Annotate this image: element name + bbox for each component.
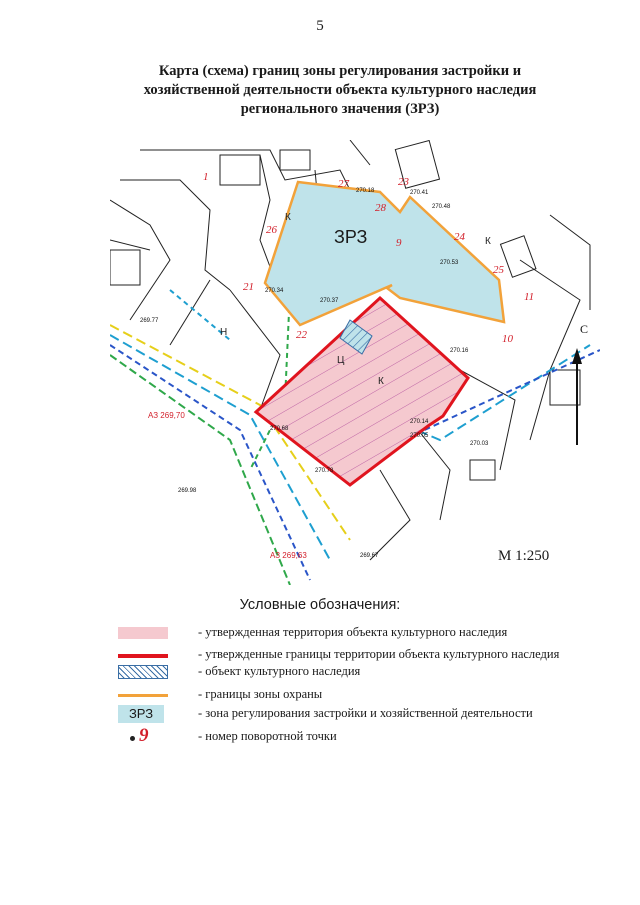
point-9: 9 [396,237,402,249]
block-label-n: Н [220,327,227,338]
base-linework [110,140,591,561]
legend-heading: Условные обозначения: [239,597,401,613]
turning-point-swatch: 9 [118,725,164,746]
title-line-1: Карта (схема) границ зоны регулирования … [158,63,522,79]
elev-8: 270.16 [450,348,469,354]
heritage-object [339,319,373,355]
elev-1: 270.18 [356,188,375,194]
elev-12: 269.67 [360,553,379,559]
point-23: 23 [398,176,410,188]
legend-item-zrz: ЗРЗ - зона регулирования застройки и хоз… [118,705,598,723]
point-25: 25 [493,264,505,276]
page-number: 5 [316,18,324,34]
point-1: 1 [203,171,209,183]
elev-15: 270.03 [470,441,489,447]
legend-text: - утвержденная территория объекта культу… [198,625,508,639]
elev-4: 270.53 [440,260,459,266]
legend-item-territory-fill: - утвержденная территория объекта культу… [118,624,598,642]
elev-5: 270.34 [265,288,284,294]
legend-text: - номер поворотной точки [198,729,337,743]
az-mark-1: АЗ 269,70 [148,411,185,420]
red-line-swatch [118,654,168,658]
elev-9: 270.05 [410,433,429,439]
map-scale: М 1:250 [498,548,550,564]
point-10: 10 [502,333,514,345]
turning-points: 1 21 22 23 24 25 26 27 28 9 10 11 [203,171,534,345]
elev-14: 270.78 [315,468,334,474]
legend-text: - объект культурного наследия [198,664,361,678]
point-24: 24 [454,231,466,243]
zone-label: ЗРЗ [334,227,367,247]
elev-13: 270.68 [270,426,289,432]
block-label-k2: К [378,376,384,387]
title-line-3: регионального значения (ЗРЗ) [240,101,440,117]
elev-6: 270.37 [320,298,339,304]
block-label-k3: К [485,236,491,247]
az-marks: АЗ 269,70 АЗ 269,63 [148,411,307,560]
zrz-zone [263,180,506,327]
point-27: 27 [338,178,350,190]
north-arrow: С [572,322,588,445]
legend-text: - границы зоны охраны [198,687,323,701]
zrz-swatch: ЗРЗ [118,705,164,723]
point-dot-icon [130,736,135,741]
title-line-2: хозяйственной деятельности объекта культ… [143,82,537,98]
point-22: 22 [296,329,308,341]
point-number: 9 [139,725,149,746]
cadastral-map: С ЗРЗ К Н Ц К К 1 21 22 23 24 25 26 27 2… [110,140,600,585]
elevation-labels: 270.18 270.41 270.48 270.53 270.34 270.3… [140,188,489,559]
north-label: С [580,322,588,336]
legend-item-heritage-object: - объект культурного наследия [118,663,598,681]
block-label-k: К [285,212,291,223]
point-28: 28 [375,202,387,214]
block-label-c: Ц [337,355,345,366]
map-title: Карта (схема) границ зоны регулирования … [110,62,570,119]
point-11: 11 [524,291,534,303]
point-21: 21 [243,281,254,293]
hatch-swatch [118,665,168,679]
elev-2: 270.41 [410,190,429,196]
heritage-territory [253,295,470,487]
az-mark-2: АЗ 269,63 [270,551,307,560]
legend-item-territory-border: - утвержденные границы территории объект… [118,646,598,664]
legend-item-turning-point: 9 - номер поворотной точки [118,725,598,746]
elev-11: 269.77 [140,318,159,324]
legend-text: - зона регулирования застройки и хозяйст… [198,706,533,720]
point-26: 26 [266,224,278,236]
elev-3: 270.48 [432,204,451,210]
map-canvas: С ЗРЗ К Н Ц К К 1 21 22 23 24 25 26 27 2… [110,140,600,585]
legend-text: - утвержденные границы территории объект… [198,647,560,661]
orange-line-swatch [118,694,168,697]
legend-item-protection-border: - границы зоны охраны [118,686,598,704]
elev-10: 269.98 [178,488,197,494]
elev-7: 270.14 [410,419,429,425]
pink-fill-swatch [118,627,168,639]
